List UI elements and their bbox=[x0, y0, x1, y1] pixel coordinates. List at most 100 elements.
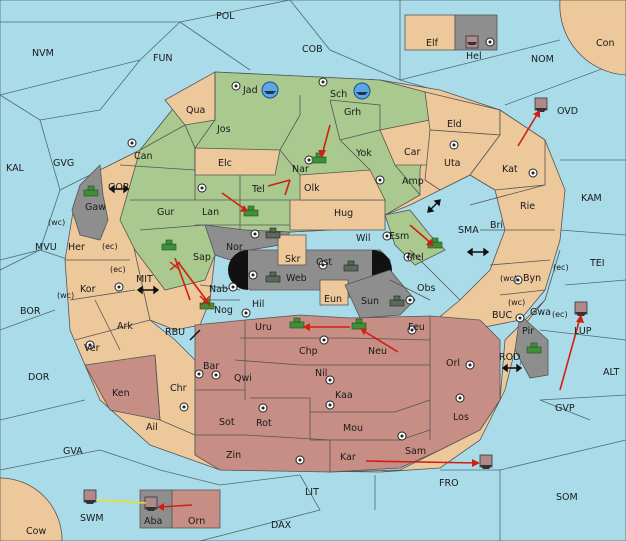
west-arm bbox=[64, 149, 561, 473]
label-nab: Nab bbox=[209, 284, 228, 295]
label-can: Can bbox=[134, 151, 152, 162]
label-kam: KAM bbox=[581, 193, 602, 204]
region-con[interactable] bbox=[559, 0, 626, 76]
order-arrows bbox=[95, 110, 584, 511]
red-area-borders bbox=[195, 316, 431, 472]
label-hil: Hil bbox=[252, 299, 264, 310]
army-neu-icon[interactable] bbox=[351, 318, 367, 330]
convoy-line bbox=[95, 499, 147, 504]
label-nil: Nil bbox=[315, 368, 327, 379]
label-rot: Rot bbox=[256, 418, 272, 429]
label-alt: ALT bbox=[603, 367, 619, 378]
label-rod: ROD bbox=[499, 352, 520, 363]
fleet-sch-icon[interactable] bbox=[353, 82, 371, 100]
label-gva: GVA bbox=[63, 446, 83, 457]
label-pir: Pir bbox=[522, 326, 534, 337]
label-ver: Ver bbox=[84, 343, 100, 354]
label-skr: Skr bbox=[285, 254, 301, 265]
label-amp: Amp bbox=[402, 176, 424, 187]
label-bor: BOR bbox=[20, 306, 41, 317]
region-gaw[interactable] bbox=[71, 164, 109, 241]
region-elc[interactable] bbox=[194, 147, 281, 176]
label-nog: Nog bbox=[214, 305, 233, 316]
label-jos: Jos bbox=[216, 124, 231, 135]
label-sma: SMA bbox=[458, 225, 479, 236]
fleet-jad-icon[interactable] bbox=[261, 81, 279, 99]
label-gor: GOR bbox=[108, 182, 130, 193]
region-skr[interactable] bbox=[277, 234, 307, 266]
label-wc1: (wc) bbox=[48, 218, 65, 227]
army-nar-icon[interactable] bbox=[311, 152, 327, 164]
label-web: Web bbox=[286, 273, 307, 284]
army-sun-icon[interactable] bbox=[389, 295, 405, 307]
label-kat: Kat bbox=[502, 164, 518, 175]
label-hel: Hel bbox=[466, 51, 482, 62]
label-qua: Qua bbox=[186, 105, 205, 116]
label-ec3: (ec) bbox=[553, 263, 569, 272]
region-uta[interactable] bbox=[424, 129, 501, 191]
label-nor: Nor bbox=[226, 242, 243, 253]
army-uru-icon[interactable] bbox=[289, 317, 305, 329]
label-bri: Bri bbox=[490, 220, 503, 231]
label-cob: COB bbox=[302, 44, 323, 55]
label-dor: DOR bbox=[28, 372, 50, 383]
army-nor-icon[interactable] bbox=[265, 227, 281, 239]
army-web-icon[interactable] bbox=[265, 271, 281, 283]
label-hug: Hug bbox=[334, 208, 353, 219]
central-west-cap bbox=[228, 250, 248, 290]
label-sam: Sam bbox=[405, 446, 426, 457]
label-lit: LIT bbox=[305, 487, 319, 498]
label-sch: Sch bbox=[330, 89, 347, 100]
label-gaw: Gaw bbox=[85, 202, 106, 213]
region-cow[interactable] bbox=[0, 477, 63, 541]
label-chp: Chp bbox=[299, 346, 318, 357]
label-sun: Sun bbox=[361, 296, 379, 307]
label-dax: DAX bbox=[271, 520, 292, 531]
label-eun: Eun bbox=[324, 294, 342, 305]
army-lan-icon[interactable] bbox=[243, 205, 259, 217]
region-orn[interactable] bbox=[171, 489, 221, 529]
label-her: Her bbox=[68, 242, 85, 253]
label-cow: Cow bbox=[26, 526, 46, 537]
label-lan: Lan bbox=[202, 207, 219, 218]
label-mou: Mou bbox=[343, 423, 363, 434]
label-nar: Nar bbox=[292, 164, 309, 175]
label-ec2: (ec) bbox=[110, 265, 126, 274]
label-con: Con bbox=[596, 38, 614, 49]
label-kaa: Kaa bbox=[335, 390, 353, 401]
region-olk[interactable] bbox=[299, 169, 386, 201]
label-esm: Esm bbox=[389, 231, 409, 242]
label-wc4: (wc) bbox=[508, 298, 525, 307]
label-rbu: RBU bbox=[165, 327, 185, 338]
label-orn: Orn bbox=[188, 516, 205, 527]
label-tei: TEI bbox=[589, 258, 605, 269]
region-kat[interactable] bbox=[469, 109, 546, 191]
green-area-borders bbox=[119, 72, 421, 301]
label-som: SOM bbox=[556, 492, 578, 503]
label-gwa: Gwa bbox=[530, 307, 551, 318]
region-eun[interactable] bbox=[319, 279, 349, 306]
west-arm-borders bbox=[65, 259, 196, 436]
label-ovd: OVD bbox=[557, 106, 578, 117]
coast-arrows bbox=[108, 184, 523, 373]
army-ost-icon[interactable] bbox=[343, 260, 359, 272]
army-sap-icon[interactable] bbox=[161, 239, 177, 251]
label-feu: Feu bbox=[408, 322, 425, 333]
label-swm: SWM bbox=[80, 513, 104, 524]
region-esm[interactable] bbox=[384, 209, 446, 266]
region-elf[interactable] bbox=[404, 14, 456, 51]
label-elf: Elf bbox=[426, 38, 439, 49]
label-buc: BUC bbox=[492, 310, 512, 321]
label-rie: Rie bbox=[520, 201, 535, 212]
label-nom: NOM bbox=[531, 54, 554, 65]
label-gvp: GVP bbox=[555, 403, 575, 414]
label-kor: Kor bbox=[80, 284, 96, 295]
label-qwi: Qwi bbox=[234, 373, 252, 384]
army-pir-icon[interactable] bbox=[526, 342, 542, 354]
label-mel: Mel bbox=[407, 252, 424, 263]
red-power-area bbox=[194, 314, 501, 473]
label-bar: Bar bbox=[203, 361, 219, 372]
label-mit: MIT bbox=[136, 274, 153, 285]
army-gaw-icon[interactable] bbox=[83, 185, 99, 197]
